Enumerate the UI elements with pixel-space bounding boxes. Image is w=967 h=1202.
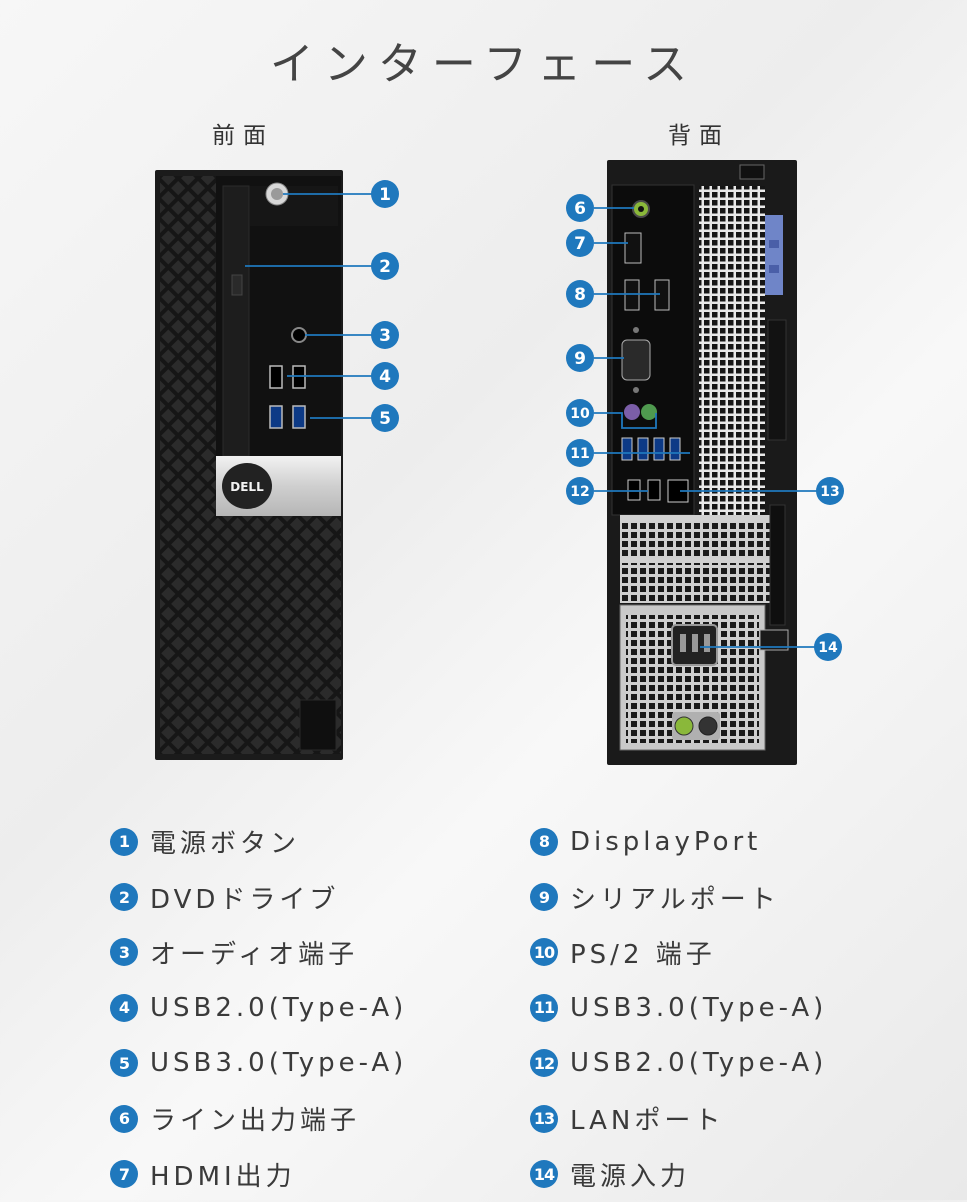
page-title: インターフェース: [269, 39, 698, 90]
callout-6: 6: [566, 194, 594, 222]
legend-item: 4 USB2.0(Type-A): [110, 980, 530, 1035]
svg-text:8: 8: [574, 285, 586, 305]
legend-item: 9 シリアルポート: [530, 869, 950, 924]
legend-item: 8 DisplayPort: [530, 814, 950, 869]
number-badge: 1: [110, 827, 138, 856]
number-badge: 6: [110, 1104, 138, 1133]
callout-10: 10: [566, 399, 594, 427]
legend-item: 12 USB2.0(Type-A): [530, 1036, 950, 1091]
legend-label: 電源ボタン: [150, 829, 301, 860]
number-badge: 12: [530, 1049, 558, 1078]
legend-label: LANポート: [570, 1106, 725, 1137]
svg-text:9: 9: [574, 349, 586, 369]
legend-item: 2 DVDドライブ: [110, 869, 530, 924]
svg-text:10: 10: [570, 406, 590, 422]
callout-14: 14: [814, 633, 842, 661]
callout-9: 9: [566, 344, 594, 372]
legend-item: 7 HDMI出力: [110, 1146, 530, 1201]
pc-illustration: DELL: [155, 160, 844, 765]
legend-item: 14 電源入力: [530, 1146, 950, 1201]
legend-label: シリアルポート: [570, 884, 780, 915]
callout-1: 1: [371, 180, 399, 208]
number-badge: 11: [530, 993, 558, 1022]
callout-13: 13: [816, 477, 844, 505]
legend-label: 電源入力: [570, 1161, 691, 1192]
front-panel: DELL: [155, 170, 343, 760]
number-badge: 10: [530, 938, 558, 967]
legend-label: ライン出力端子: [150, 1106, 361, 1137]
number-badge: 7: [110, 1160, 138, 1189]
legend-label: USB2.0(Type-A): [570, 1048, 828, 1079]
callout-2: 2: [371, 252, 399, 280]
number-badge: 13: [530, 1104, 558, 1133]
rear-view-label: 背面: [668, 123, 730, 149]
callout-7: 7: [566, 229, 594, 257]
legend-label: PS/2 端子: [570, 939, 716, 970]
number-badge: 3: [110, 938, 138, 967]
legend-right: 8 DisplayPort 9 シリアルポート 10 PS/2 端子 11 USB3.0…: [530, 814, 950, 1202]
number-badge: 9: [530, 883, 558, 912]
legend-item: 11 USB3.0(Type-A): [530, 980, 950, 1035]
svg-text:13: 13: [820, 484, 839, 500]
dell-logo: DELL: [230, 480, 264, 494]
number-badge: 2: [110, 883, 138, 912]
legend-label: HDMI出力: [150, 1161, 296, 1192]
svg-text:5: 5: [379, 409, 391, 429]
svg-text:14: 14: [818, 640, 838, 656]
legend-item: 10 PS/2 端子: [530, 925, 950, 980]
legend-label: USB3.0(Type-A): [150, 1048, 408, 1079]
legend-label: オーディオ端子: [150, 939, 359, 970]
callout-4: 4: [371, 362, 399, 390]
svg-text:7: 7: [574, 234, 586, 254]
front-view-label: 前面: [212, 123, 274, 149]
legend-item: 1 電源ボタン: [110, 814, 530, 869]
legend-left: 1 電源ボタン 2 DVDドライブ 3 オーディオ端子 4 USB2.0(Type-A)…: [110, 814, 530, 1202]
svg-text:4: 4: [379, 367, 391, 387]
number-badge: 4: [110, 993, 138, 1022]
number-badge: 8: [530, 827, 558, 856]
callout-12: 12: [566, 477, 594, 505]
legend-item: 13 LANポート: [530, 1091, 950, 1146]
svg-text:12: 12: [570, 484, 589, 500]
callout-3: 3: [371, 321, 399, 349]
rear-panel: [607, 160, 797, 765]
legend-label: DVDドライブ: [150, 884, 340, 915]
svg-text:2: 2: [379, 257, 391, 277]
legend-label: USB2.0(Type-A): [150, 992, 408, 1023]
legend-label: DisplayPort: [570, 826, 762, 857]
callout-11: 11: [566, 439, 594, 467]
svg-text:1: 1: [379, 185, 391, 205]
svg-text:3: 3: [379, 326, 391, 346]
legend-item: 6 ライン出力端子: [110, 1091, 530, 1146]
number-badge: 14: [530, 1160, 558, 1189]
number-badge: 5: [110, 1049, 138, 1078]
legend-item: 3 オーディオ端子: [110, 925, 530, 980]
svg-text:11: 11: [570, 446, 589, 462]
callout-5: 5: [371, 404, 399, 432]
callout-8: 8: [566, 280, 594, 308]
svg-text:6: 6: [574, 199, 586, 219]
legend-label: USB3.0(Type-A): [570, 992, 828, 1023]
legend-item: 5 USB3.0(Type-A): [110, 1036, 530, 1091]
callout-badges: 1 2 3 4 5 6 7 8 9 10 11 12 13 14: [371, 180, 844, 661]
